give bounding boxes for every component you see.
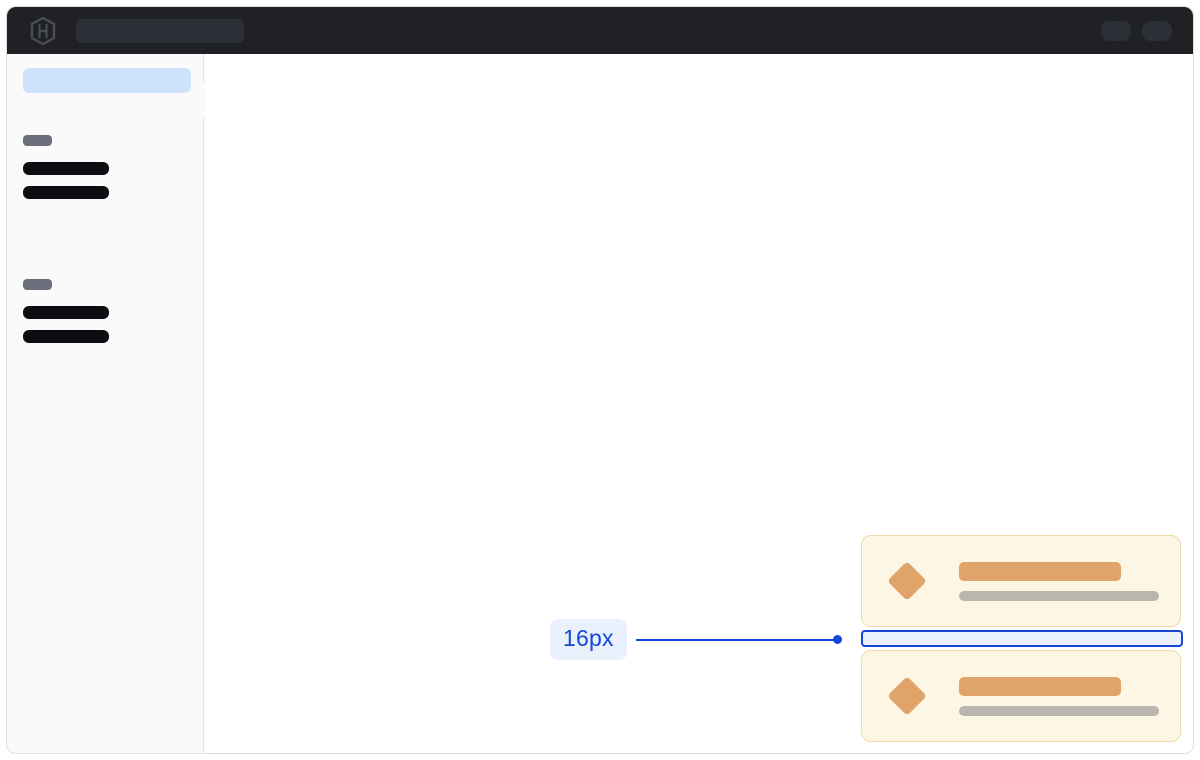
- main-canvas: 16px: [205, 54, 1193, 753]
- hexagon-h-logo-icon[interactable]: [30, 16, 56, 45]
- app-header: [7, 7, 1193, 54]
- spacing-highlight-box[interactable]: [861, 630, 1183, 647]
- sidebar-group-label: [23, 135, 52, 146]
- user-avatar-icon[interactable]: [1142, 20, 1172, 41]
- card-stack: [861, 535, 1193, 742]
- app-window: 16px: [6, 6, 1194, 754]
- card-subtitle-skeleton: [959, 705, 1159, 716]
- diamond-icon: [887, 676, 927, 716]
- sidebar-group: [23, 279, 109, 354]
- sidebar: [7, 54, 204, 753]
- content-card[interactable]: [861, 535, 1181, 627]
- card-title-skeleton: [959, 561, 1121, 581]
- spacing-annotation: 16px: [550, 619, 842, 660]
- card-text-skeleton: [959, 676, 1159, 716]
- sidebar-item-skeleton[interactable]: [23, 306, 109, 319]
- measurement-label: 16px: [550, 619, 627, 660]
- header-actions: [1101, 20, 1172, 41]
- card-title-skeleton: [959, 676, 1121, 696]
- sidebar-item-skeleton[interactable]: [23, 186, 109, 199]
- sidebar-group-label: [23, 279, 52, 290]
- sidebar-item-skeleton[interactable]: [23, 162, 109, 175]
- diamond-icon: [887, 561, 927, 601]
- card-subtitle-skeleton: [959, 590, 1159, 601]
- header-action-pill-icon[interactable]: [1101, 20, 1131, 41]
- content-card[interactable]: [861, 650, 1181, 742]
- search-input[interactable]: [76, 18, 244, 43]
- sidebar-active-item[interactable]: [23, 68, 191, 93]
- card-text-skeleton: [959, 561, 1159, 601]
- leader-endpoint-dot: [832, 635, 842, 644]
- sidebar-group: [23, 135, 109, 210]
- sidebar-item-skeleton[interactable]: [23, 330, 109, 343]
- leader-line: [635, 638, 834, 641]
